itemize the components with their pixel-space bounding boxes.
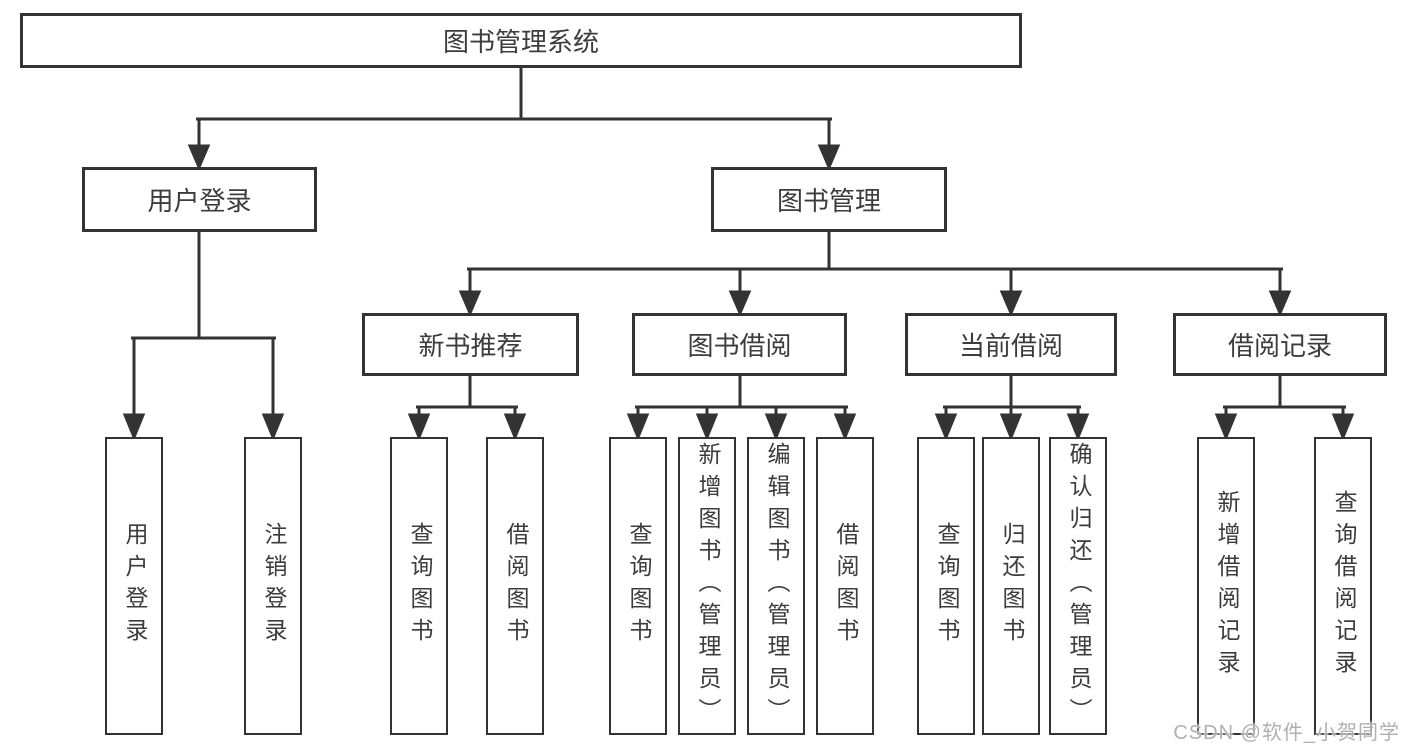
leaf-confirm-return-admin: 确认归还（管理员） [1049,437,1107,735]
leaf-label: 编辑图书（管理员） [763,442,790,730]
leaf-label: 新增图书（管理员） [694,442,721,730]
node-current-borrow: 当前借阅 [905,313,1117,376]
leaf-query-books-current: 查询图书 [917,437,975,735]
arrowhead [122,413,146,441]
leaf-logout-login: 注销登录 [244,437,302,735]
arrowhead [833,413,857,441]
leaf-label: 借阅图书 [832,522,859,650]
leaf-add-borrow-record: 新增借阅记录 [1197,437,1255,735]
leaf-label: 借阅图书 [502,522,529,650]
arrowhead [999,290,1023,317]
arrowhead [503,413,527,441]
arrowhead [407,413,431,441]
arrowhead [1268,290,1292,317]
leaf-query-books-borrow: 查询图书 [609,437,667,735]
leaf-edit-books-admin: 编辑图书（管理员） [747,437,805,735]
leaf-label: 注销登录 [260,522,287,650]
watermark: CSDN @软件_小贺同学 [1173,722,1400,744]
connector-userlogin-to-leaves [122,230,285,441]
connector-bookmgmt-to-level3 [458,230,1292,317]
leaf-label: 查询借阅记录 [1330,490,1357,682]
connector-root-to-level2 [187,66,841,171]
arrowhead [728,290,752,317]
arrowhead [187,144,211,171]
node-borrow-records: 借阅记录 [1173,313,1387,376]
leaf-label: 新增借阅记录 [1213,490,1240,682]
arrowhead [934,413,958,441]
arrowhead [458,290,482,317]
leaf-label: 查询图书 [406,522,433,650]
arrowhead [626,413,650,441]
leaf-label: 查询图书 [933,522,960,650]
leaf-label: 用户登录 [121,522,148,650]
node-new-book-recommend: 新书推荐 [362,313,579,376]
arrowhead [1214,413,1238,441]
leaf-user-login: 用户登录 [105,437,163,735]
node-user-login: 用户登录 [82,167,317,232]
leaf-return-books: 归还图书 [982,437,1040,735]
leaf-borrow-books-newbooks: 借阅图书 [486,437,544,735]
arrowhead [999,413,1023,441]
leaf-borrow-books-borrow: 借阅图书 [816,437,874,735]
leaf-query-books-newbooks: 查询图书 [390,437,448,735]
connector-newbooks-to-leaves [407,374,527,441]
node-book-management: 图书管理 [711,167,947,232]
node-book-borrow: 图书借阅 [632,313,847,376]
arrowhead [817,144,841,171]
leaf-query-borrow-record: 查询借阅记录 [1314,437,1372,735]
arrowhead [695,413,719,441]
leaf-add-books-admin: 新增图书（管理员） [678,437,736,735]
connector-borrowrecords-to-leaves [1214,374,1355,441]
leaf-label: 确认归还（管理员） [1065,442,1092,730]
arrowhead [764,413,788,441]
connector-bookborrow-to-leaves [626,374,857,441]
node-library-management-system: 图书管理系统 [20,13,1022,68]
arrowhead [1066,413,1090,441]
arrowhead [1331,413,1355,441]
arrowhead [261,413,285,441]
leaf-label: 归还图书 [998,522,1025,650]
connector-currentborrow-to-leaves [934,374,1090,441]
leaf-label: 查询图书 [625,522,652,650]
